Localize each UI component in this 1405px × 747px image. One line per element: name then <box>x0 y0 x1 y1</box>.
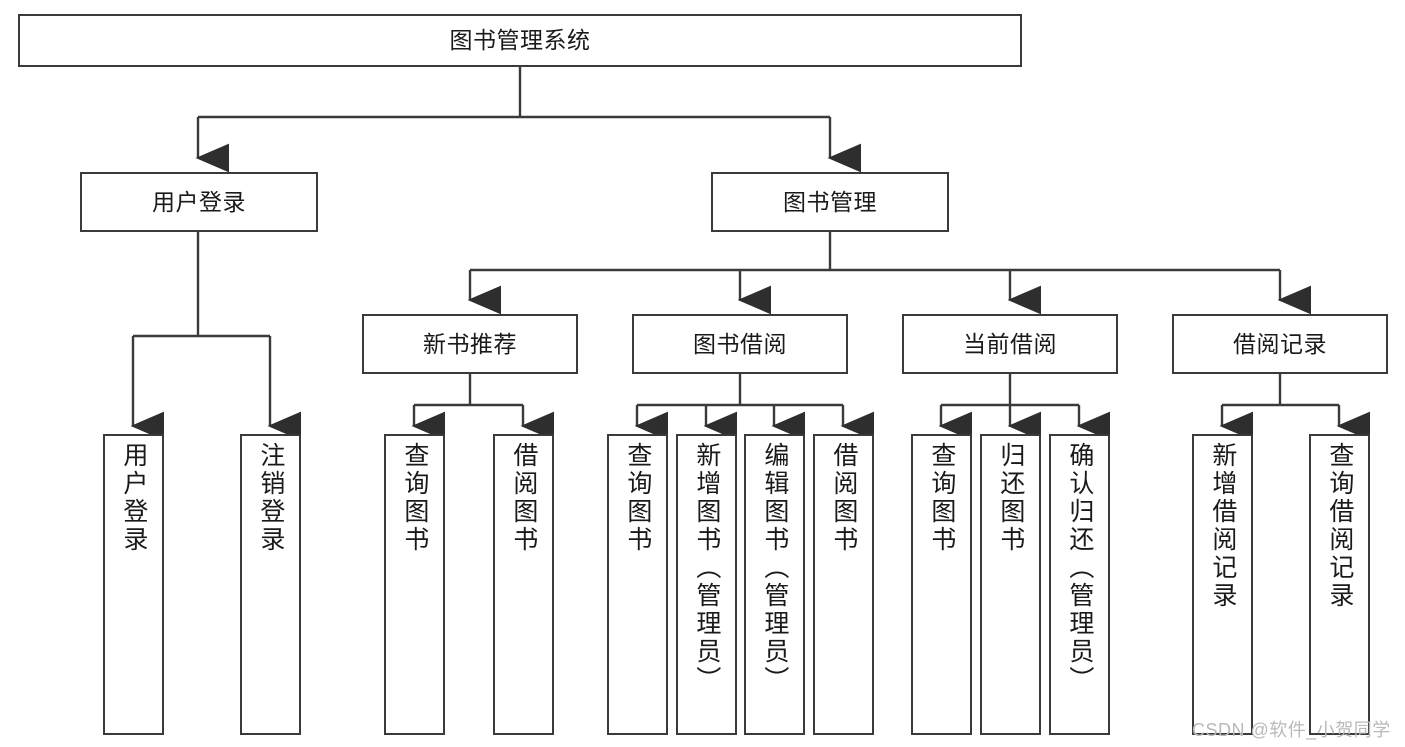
leaf-query-book-current[interactable]: 查询图书 <box>911 434 972 735</box>
node-label: 归还图书 <box>996 442 1025 554</box>
node-new-book-recommend[interactable]: 新书推荐 <box>362 314 578 374</box>
node-label: 注销登录 <box>256 442 285 554</box>
node-label: 图书管理 <box>783 188 877 215</box>
node-label: 新增借阅记录 <box>1208 442 1237 610</box>
node-label: 用户登录 <box>119 442 148 554</box>
node-label: 编辑图书（管理员） <box>760 442 789 694</box>
node-root-system[interactable]: 图书管理系统 <box>18 14 1022 67</box>
leaf-user-logout[interactable]: 注销登录 <box>240 434 301 735</box>
node-label: 当前借阅 <box>963 330 1057 357</box>
leaf-query-book-new[interactable]: 查询图书 <box>384 434 445 735</box>
leaf-query-book[interactable]: 查询图书 <box>607 434 668 735</box>
node-label: 查询图书 <box>927 442 956 554</box>
node-label: 借阅图书 <box>509 442 538 554</box>
leaf-user-login[interactable]: 用户登录 <box>103 434 164 735</box>
node-current-borrow[interactable]: 当前借阅 <box>902 314 1118 374</box>
leaf-query-borrow-record[interactable]: 查询借阅记录 <box>1309 434 1370 735</box>
leaf-return-book[interactable]: 归还图书 <box>980 434 1041 735</box>
watermark-text: CSDN @软件_小贺同学 <box>1192 720 1391 740</box>
node-label: 图书管理系统 <box>449 27 591 54</box>
node-borrow-record[interactable]: 借阅记录 <box>1172 314 1388 374</box>
leaf-confirm-return-admin[interactable]: 确认归还（管理员） <box>1049 434 1110 735</box>
leaf-edit-book-admin[interactable]: 编辑图书（管理员） <box>744 434 805 735</box>
node-book-management[interactable]: 图书管理 <box>711 172 949 232</box>
node-label: 新书推荐 <box>423 330 517 357</box>
node-label: 用户登录 <box>152 188 246 215</box>
node-user-login[interactable]: 用户登录 <box>80 172 318 232</box>
node-label: 借阅图书 <box>829 442 858 554</box>
node-book-borrow[interactable]: 图书借阅 <box>632 314 848 374</box>
leaf-borrow-book[interactable]: 借阅图书 <box>813 434 874 735</box>
node-label: 借阅记录 <box>1233 330 1327 357</box>
node-label: 确认归还（管理员） <box>1065 442 1094 694</box>
leaf-add-borrow-record[interactable]: 新增借阅记录 <box>1192 434 1253 735</box>
node-label: 图书借阅 <box>693 330 787 357</box>
leaf-add-book-admin[interactable]: 新增图书（管理员） <box>676 434 737 735</box>
node-label: 查询图书 <box>400 442 429 554</box>
node-label: 查询借阅记录 <box>1325 442 1354 610</box>
leaf-borrow-book-new[interactable]: 借阅图书 <box>493 434 554 735</box>
node-label: 新增图书（管理员） <box>692 442 721 694</box>
node-label: 查询图书 <box>623 442 652 554</box>
